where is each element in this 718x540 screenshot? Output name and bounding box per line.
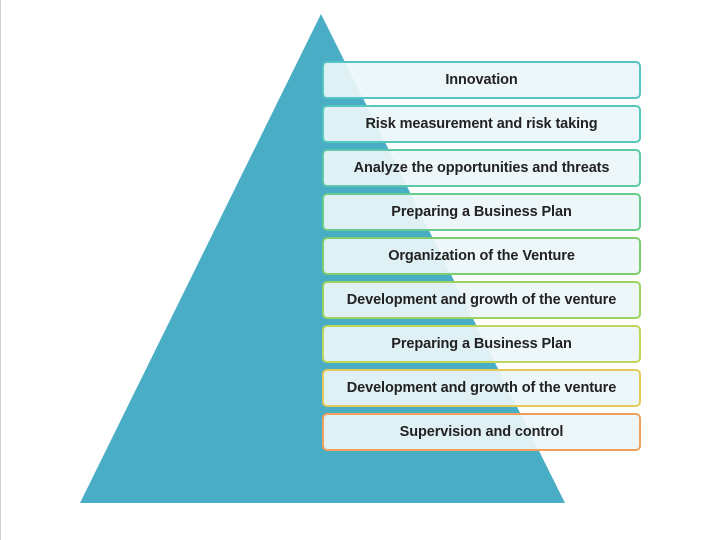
slide-edge-line bbox=[0, 0, 1, 540]
step-business-plan: Preparing a Business Plan bbox=[322, 193, 641, 231]
step-development-growth: Development and growth of the venture bbox=[322, 281, 641, 319]
step-risk-measurement: Risk measurement and risk taking bbox=[322, 105, 641, 143]
step-supervision-control: Supervision and control bbox=[322, 413, 641, 451]
process-steps-list: Innovation Risk measurement and risk tak… bbox=[322, 61, 641, 451]
step-business-plan-repeat: Preparing a Business Plan bbox=[322, 325, 641, 363]
step-innovation: Innovation bbox=[322, 61, 641, 99]
step-development-growth-repeat: Development and growth of the venture bbox=[322, 369, 641, 407]
step-analyze-opportunities: Analyze the opportunities and threats bbox=[322, 149, 641, 187]
step-organization: Organization of the Venture bbox=[322, 237, 641, 275]
